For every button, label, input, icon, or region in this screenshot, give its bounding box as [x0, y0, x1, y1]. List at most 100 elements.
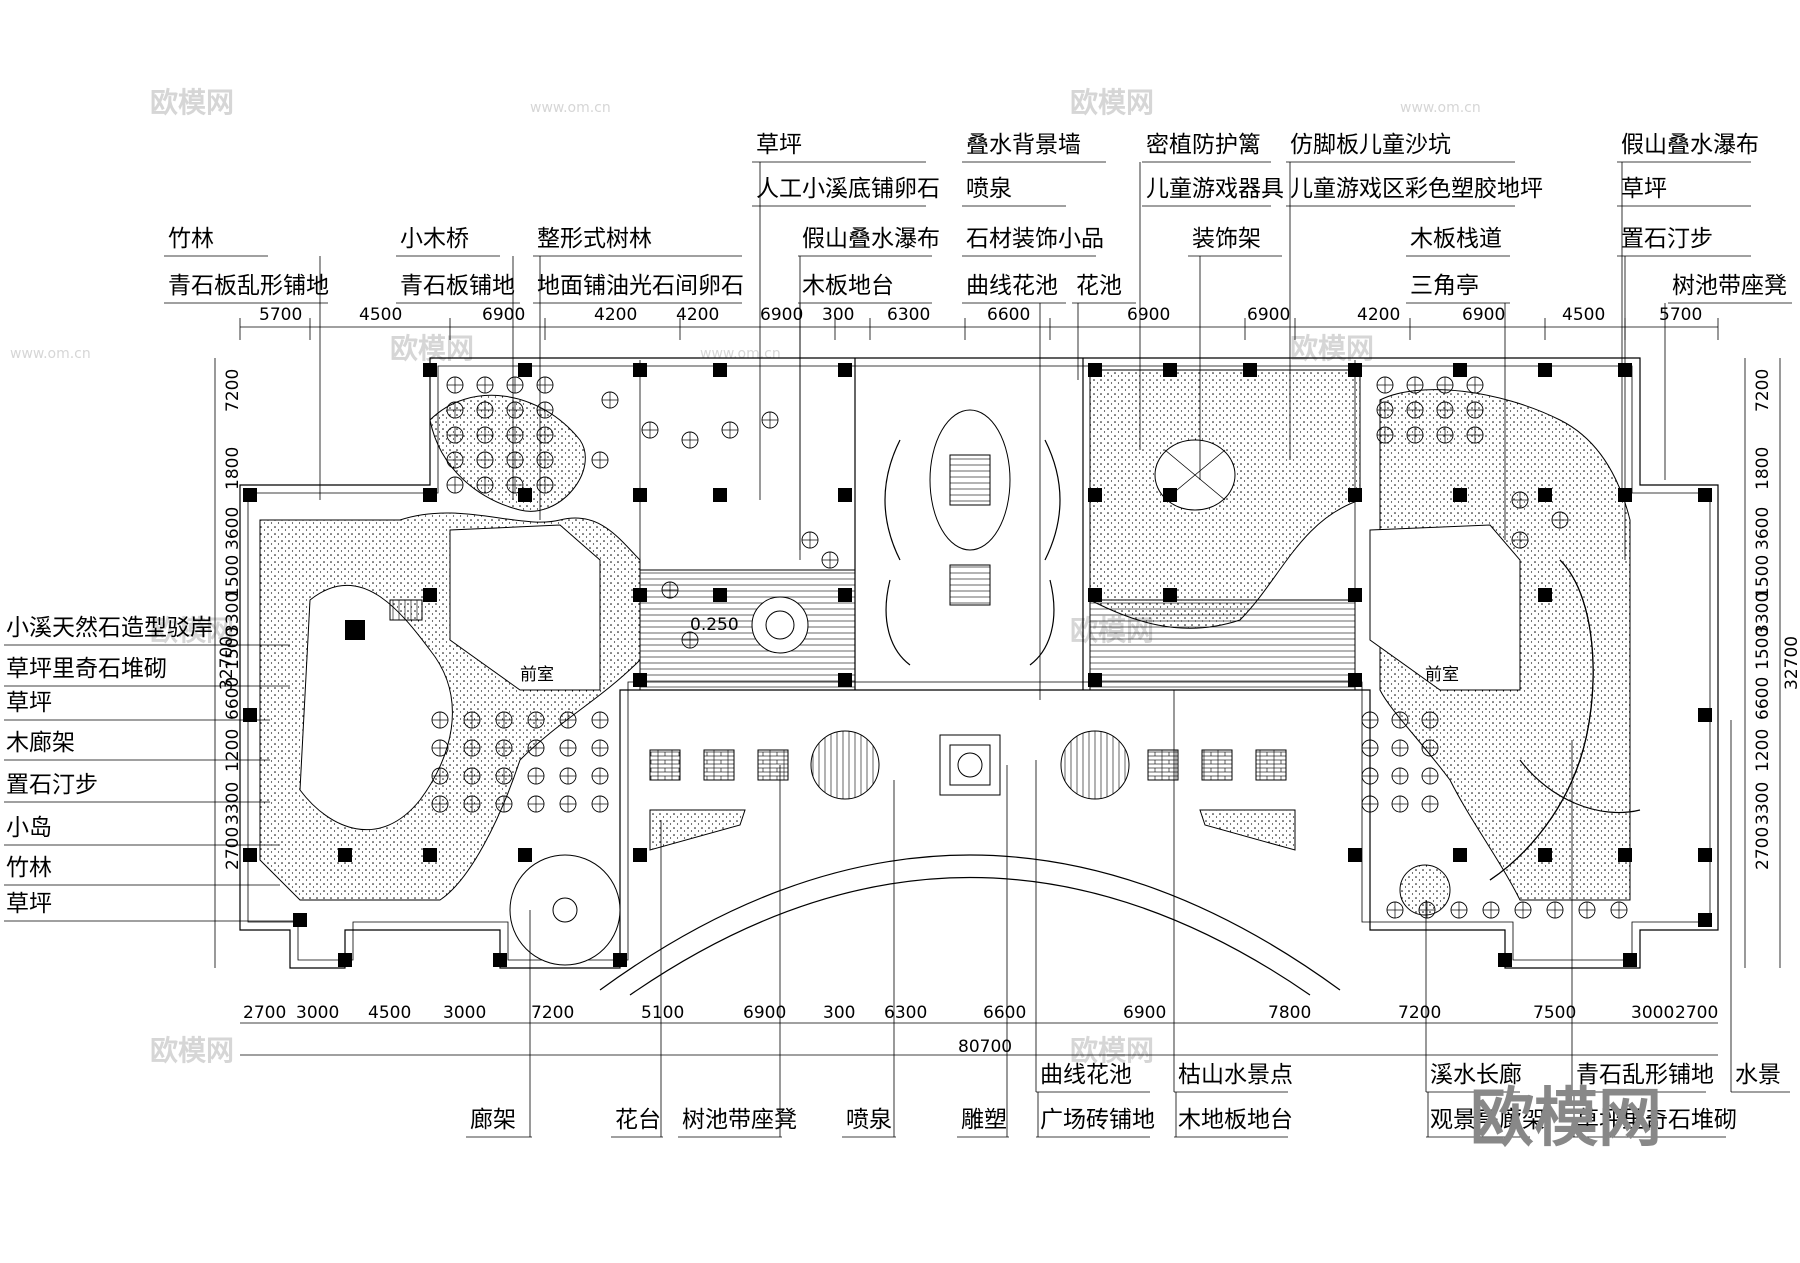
dimension-bottom: 4500 — [368, 1003, 411, 1023]
watermark-url: www.om.cn — [700, 346, 781, 362]
callout-label: 草坪 — [756, 132, 802, 158]
tree-symbol — [527, 739, 545, 757]
column — [1698, 708, 1712, 722]
tree-symbol — [446, 376, 464, 394]
callout-label: 小岛 — [6, 815, 52, 841]
column — [338, 848, 352, 862]
callout-label: 树池带座凳 — [682, 1107, 797, 1133]
callout-label: 树池带座凳 — [1672, 273, 1787, 299]
column — [338, 953, 352, 967]
watermark-brand: 欧模网 — [150, 614, 234, 647]
column — [1088, 363, 1102, 377]
dimension-top: 6900 — [760, 305, 803, 325]
dimension-right: 3600 — [1753, 507, 1773, 550]
column — [1623, 953, 1637, 967]
tree-symbol — [1391, 795, 1409, 813]
dimension-lines — [214, 326, 1781, 1056]
dimension-top: 4200 — [676, 305, 719, 325]
column — [713, 488, 727, 502]
building-cores: 前室 前室 — [449, 524, 1521, 691]
callout-label: 溪水长廊 — [1430, 1062, 1522, 1088]
callout-label: 曲线花池 — [966, 273, 1058, 299]
column — [243, 488, 257, 502]
tree-symbol — [431, 795, 449, 813]
column — [1348, 363, 1362, 377]
columns — [243, 363, 1712, 967]
column — [713, 588, 727, 602]
column — [1348, 588, 1362, 602]
callout-label: 曲线花池 — [1040, 1062, 1132, 1088]
dimension-top: 6900 — [1247, 305, 1290, 325]
tree-symbol — [1421, 767, 1439, 785]
column — [243, 848, 257, 862]
column — [423, 363, 437, 377]
callout-label: 雕塑 — [961, 1107, 1007, 1133]
dimension-bottom: 7800 — [1268, 1003, 1311, 1023]
callout-label: 小溪天然石造型驳岸 — [6, 615, 213, 641]
watermark-brand: 欧模网 — [1070, 1034, 1154, 1067]
column — [293, 913, 307, 927]
elevation-label: 0.250 — [690, 615, 739, 635]
dimension-top: 6900 — [1462, 305, 1505, 325]
tree-symbol — [821, 551, 839, 569]
column — [1163, 488, 1177, 502]
column — [1088, 588, 1102, 602]
dimension-right: 7200 — [1753, 369, 1773, 412]
callout-label: 广场砖铺地 — [1040, 1107, 1155, 1133]
tree-symbol — [559, 711, 577, 729]
dimension-bottom: 2700 — [243, 1003, 286, 1023]
dimension-right: 1500 — [1753, 555, 1773, 598]
plaza — [649, 730, 1296, 851]
tree-symbol — [446, 476, 464, 494]
dimension-top: 4500 — [1562, 305, 1605, 325]
dimension-top: 4200 — [594, 305, 637, 325]
dimension-bottom: 3000 — [1631, 1003, 1674, 1023]
dimension-top: 300 — [822, 305, 854, 325]
dimension-left: 3600 — [223, 507, 243, 550]
column — [493, 953, 507, 967]
tree-symbol — [506, 401, 524, 419]
tree-symbol — [495, 795, 513, 813]
tree-symbol — [527, 711, 545, 729]
column — [1453, 488, 1467, 502]
tree-symbol — [641, 421, 659, 439]
callout-label: 竹林 — [168, 226, 214, 252]
dimension-bottom: 7200 — [531, 1003, 574, 1023]
column — [633, 848, 647, 862]
callout-label: 假山叠水瀑布 — [1621, 132, 1759, 158]
column — [1088, 673, 1102, 687]
callout-label: 人工小溪底铺卵石 — [756, 176, 940, 202]
column — [1163, 588, 1177, 602]
tree-symbol — [591, 451, 609, 469]
circular-pavilion — [509, 854, 1451, 966]
column — [633, 488, 647, 502]
column — [1243, 363, 1257, 377]
callout-label: 观景亭廊架 — [1430, 1107, 1545, 1133]
dimension-bottom: 2700 — [1675, 1003, 1718, 1023]
column — [1498, 953, 1512, 967]
dimension-right: 2700 — [1753, 827, 1773, 870]
arched-pergola — [599, 854, 1341, 996]
dimension-side-total-left: 32700 — [217, 636, 237, 690]
column — [613, 953, 627, 967]
watermark-brand: 欧模网 — [390, 332, 474, 365]
dimension-bottom: 6900 — [1123, 1003, 1166, 1023]
tree-symbol — [536, 401, 554, 419]
callout-label: 草坪 — [6, 690, 52, 716]
callout-label: 花池 — [1076, 273, 1122, 299]
column — [1088, 488, 1102, 502]
column — [633, 673, 647, 687]
tree-symbol — [1421, 795, 1439, 813]
tree-symbol — [559, 795, 577, 813]
callout-label: 廊架 — [470, 1107, 516, 1133]
callout-label: 置石汀步 — [6, 772, 98, 798]
dimension-left: 2700 — [223, 827, 243, 870]
tree-symbol — [536, 451, 554, 469]
dimension-bottom: 3000 — [296, 1003, 339, 1023]
tree-symbol — [527, 767, 545, 785]
tree-symbol — [1406, 426, 1424, 444]
dimension-bottom: 6900 — [743, 1003, 786, 1023]
callout-label: 儿童游戏区彩色塑胶地坪 — [1290, 176, 1543, 202]
tree-symbol — [536, 376, 554, 394]
callout-label: 花台 — [615, 1107, 661, 1133]
